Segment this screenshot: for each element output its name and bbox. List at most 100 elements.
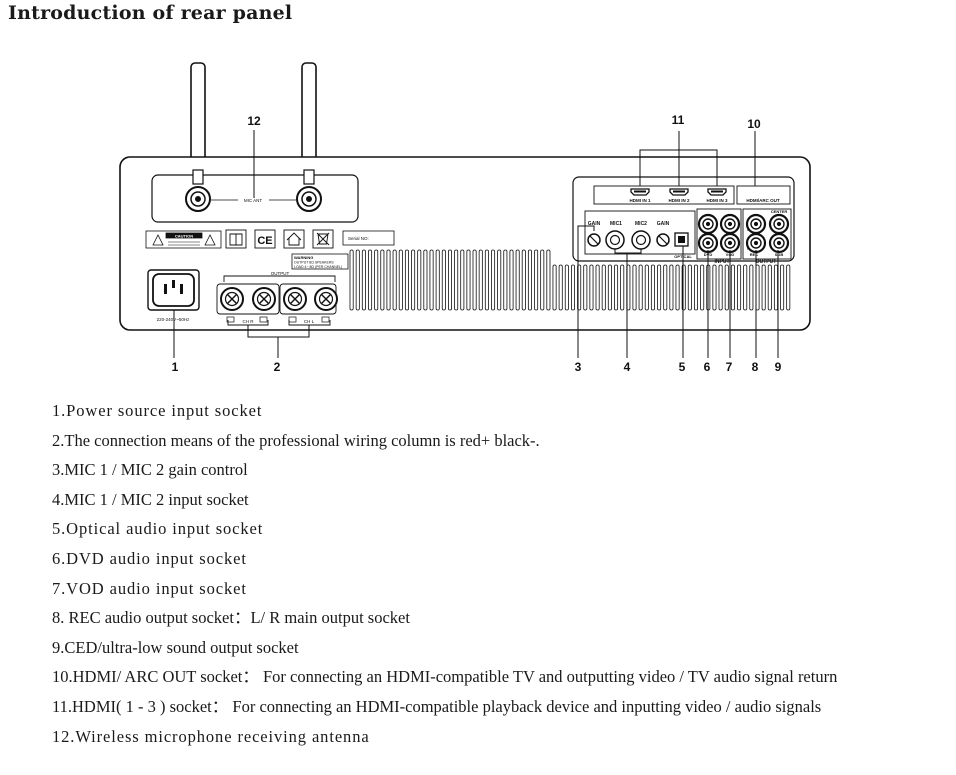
vent-slot [558,264,563,311]
indoor-use-icon [283,229,305,249]
hdmi-in-1-label: HDMI IN 1 [629,198,650,203]
hdmi-in-3-label: HDMI IN 3 [706,198,727,203]
svg-text:WARNING: WARNING [294,255,313,260]
vent-slot [712,264,717,311]
vod-r-jack [719,232,741,254]
description-item: 4.MIC 1 / MIC 2 input socket [52,489,249,509]
callout-1: 1 [172,360,179,374]
binding-post [283,287,307,311]
vent-slot [374,249,379,311]
vent-slot [491,249,496,311]
vent-slot [767,264,772,311]
vent-slot [730,264,735,311]
leader-lines [173,130,779,358]
hdmi-in-3-port [707,188,727,196]
vent-slot [663,264,668,311]
page-title: Introduction of rear panel [8,2,293,24]
svg-text:MIC1: MIC1 [610,221,622,227]
hdmi-arc-out-label: HDMI/ARC OUT [746,198,779,203]
power-socket: 220-240V~50Hz [147,269,200,322]
description-item: 6.DVD audio input socket [52,548,247,568]
vent-slot [607,264,612,311]
vent-slot [503,249,508,311]
vent-slot [380,249,385,311]
description-item: 7.VOD audio input socket [52,578,247,598]
vent-slot [657,264,662,311]
callout-7: 7 [726,360,733,374]
vent-slot [460,249,465,311]
description-item: 10.HDMI/ ARC OUT socket： For connecting … [52,667,838,687]
vent-slot [497,249,502,311]
vent-slot [620,264,625,311]
description-item: 2.The connection means of the profession… [52,430,540,450]
vent-slot [466,249,471,311]
power-rating-label: 220-240V~50Hz [157,317,190,322]
vent-slot [761,264,766,311]
vod-l-jack [719,213,741,235]
svg-text:L: L [747,227,750,232]
vent-slot [694,264,699,311]
vent-slot [552,264,557,311]
vent-slot [404,249,409,311]
vent-slot [583,264,588,311]
callout-6: 6 [704,360,711,374]
vent-slot [650,264,655,311]
vent-slot [368,249,373,311]
vent-slot [632,264,637,311]
optical-socket [674,232,689,247]
input-label: INPUT [715,259,730,265]
warning-label [291,253,349,270]
mic-ant-label: MIC ANT [244,198,263,203]
callout-3: 3 [575,360,582,374]
dvd-l-jack [697,213,719,235]
vent-slot [435,249,440,311]
description-list: 1.Power source input socket 2.The connec… [52,396,837,751]
manual-icon [225,229,247,249]
vent-slot [564,264,569,311]
center-jack [768,213,790,235]
output-right-label: OUTPUT [756,259,777,265]
svg-text:CE: CE [257,235,272,247]
description-item: 5.Optical audio input socket [52,519,264,539]
vent-slot [454,249,459,311]
sub-label: SUB [775,252,784,257]
hdmi-in-1-port [630,188,650,196]
vent-slot [527,249,532,311]
vent-slot [441,249,446,311]
vent-slot [355,249,360,311]
vent-slot [749,264,754,311]
vent-slot [484,249,489,311]
serial-number-plate [342,230,395,246]
vent-slot [737,264,742,311]
vent-slot [675,264,680,311]
vent-slot [614,264,619,311]
vent-slot [595,264,600,311]
svg-text:OUTPUT 8Ω SPEAKERS: OUTPUT 8Ω SPEAKERS [294,261,334,265]
binding-post [314,287,338,311]
callout-8: 8 [752,360,759,374]
weee-bin-icon [312,229,334,249]
vent-slot [773,264,778,311]
description-item: 11.HDMI( 1 - 3 ) socket： For connecting … [52,696,822,716]
output-label: OUTPUT [271,271,290,276]
vent-slot [780,264,785,311]
antenna-jack-left [185,186,211,212]
callout-11: 11 [672,113,685,127]
description-item: 12.Wireless microphone receiving antenna [52,726,370,746]
vent-slot [349,249,354,311]
vent-slot [718,264,723,311]
caution-text: CAUTION [175,234,193,239]
vent-slot [546,249,551,311]
vent-slot [540,249,545,311]
antenna-jack-right [296,186,322,212]
vent-slot [515,249,520,311]
binding-posts [220,287,338,311]
vent-slot [386,249,391,311]
vent-slot [509,249,514,311]
hdmi-in-2-port [669,188,689,196]
callout-9: 9 [775,360,782,374]
vent-slot [571,264,576,311]
callout-4: 4 [624,360,631,374]
callout-2: 2 [274,360,281,374]
callout-5: 5 [679,360,686,374]
